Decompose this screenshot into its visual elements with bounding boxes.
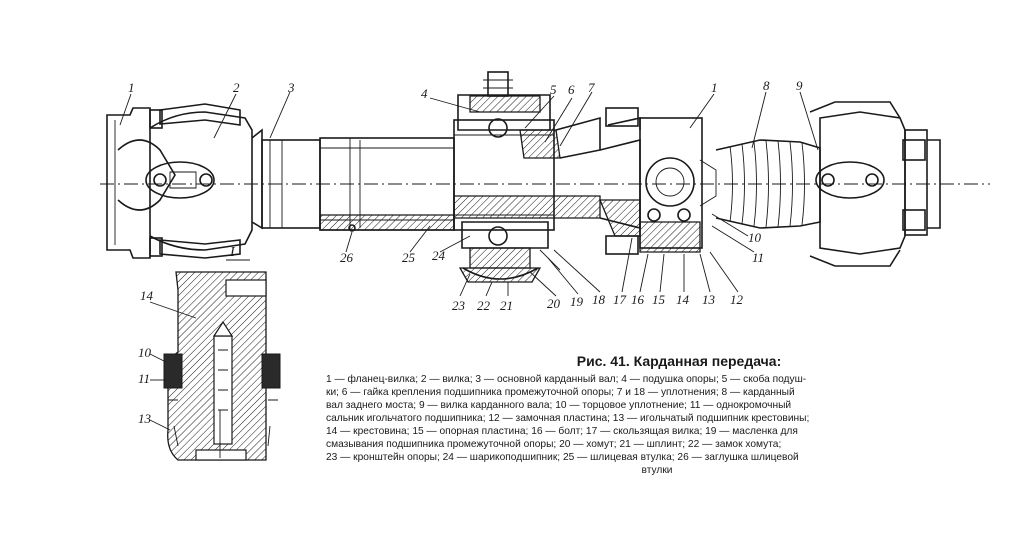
callout-22: 22 (477, 298, 491, 313)
detail-callout-10: 10 (138, 345, 152, 360)
detail-callout-14: 14 (140, 288, 154, 303)
caption-line: ки; 6 — гайка крепления подшипника проме… (326, 387, 795, 398)
callout-7: 7 (588, 80, 595, 95)
callout-18: 18 (592, 292, 606, 307)
callout-20: 20 (547, 296, 561, 311)
leader-lines (119, 91, 819, 431)
caption-line: сальник игольчатого подшипника; 12 — зам… (326, 413, 810, 424)
detail-callout-13: 13 (138, 411, 152, 426)
callout-14: 14 (676, 292, 690, 307)
callout-17: 17 (613, 292, 627, 307)
callout-4: 4 (421, 86, 428, 101)
figure-caption: Рис. 41. Карданная передача: 1 — фланец-… (326, 353, 988, 477)
flange-yoke-left (106, 103, 253, 259)
callout-1-right: 1 (711, 80, 718, 95)
section-mark-i: I (229, 245, 236, 260)
callout-24: 24 (432, 248, 446, 263)
detail-callout-11: 11 (138, 371, 150, 386)
callout-13: 13 (702, 292, 716, 307)
callout-26: 26 (340, 250, 354, 265)
figure-title: Рис. 41. Карданная передача: (576, 353, 782, 369)
intermediate-support (453, 71, 601, 283)
callout-25: 25 (402, 250, 416, 265)
callout-15: 15 (652, 292, 666, 307)
caption-line: втулки (641, 465, 673, 476)
callout-12: 12 (730, 292, 744, 307)
caption-line: 1 — фланец-вилка; 2 — вилка; 3 — основно… (326, 374, 807, 385)
callout-5: 5 (550, 82, 557, 97)
caption-line: смазывания подшипника промежуточной опор… (326, 439, 782, 450)
callout-9: 9 (796, 78, 803, 93)
rear-yoke (809, 101, 941, 267)
callout-16: 16 (631, 292, 645, 307)
callout-23: 23 (452, 298, 466, 313)
caption-line: 14 — крестовина; 15 — опорная пластина; … (326, 426, 798, 437)
detail-section-i (163, 271, 281, 461)
caption-legend: 1 — фланец-вилка; 2 — вилка; 3 — основно… (326, 373, 988, 477)
callout-19: 19 (570, 294, 584, 309)
slip-yoke (599, 107, 641, 255)
caption-line: 23 — кронштейн опоры; 24 — шарикоподшипн… (326, 452, 799, 463)
callout-8: 8 (763, 78, 770, 93)
caption-line: вал заднего моста; 9 — вилка карданного … (326, 400, 792, 411)
callout-10: 10 (748, 230, 762, 245)
callout-2: 2 (233, 80, 240, 95)
callout-6: 6 (568, 82, 575, 97)
callout-3: 3 (287, 80, 295, 95)
callout-1-left: 1 (128, 80, 135, 95)
callout-11: 11 (752, 250, 764, 265)
universal-joint-cross (639, 117, 717, 253)
callout-21: 21 (500, 298, 513, 313)
